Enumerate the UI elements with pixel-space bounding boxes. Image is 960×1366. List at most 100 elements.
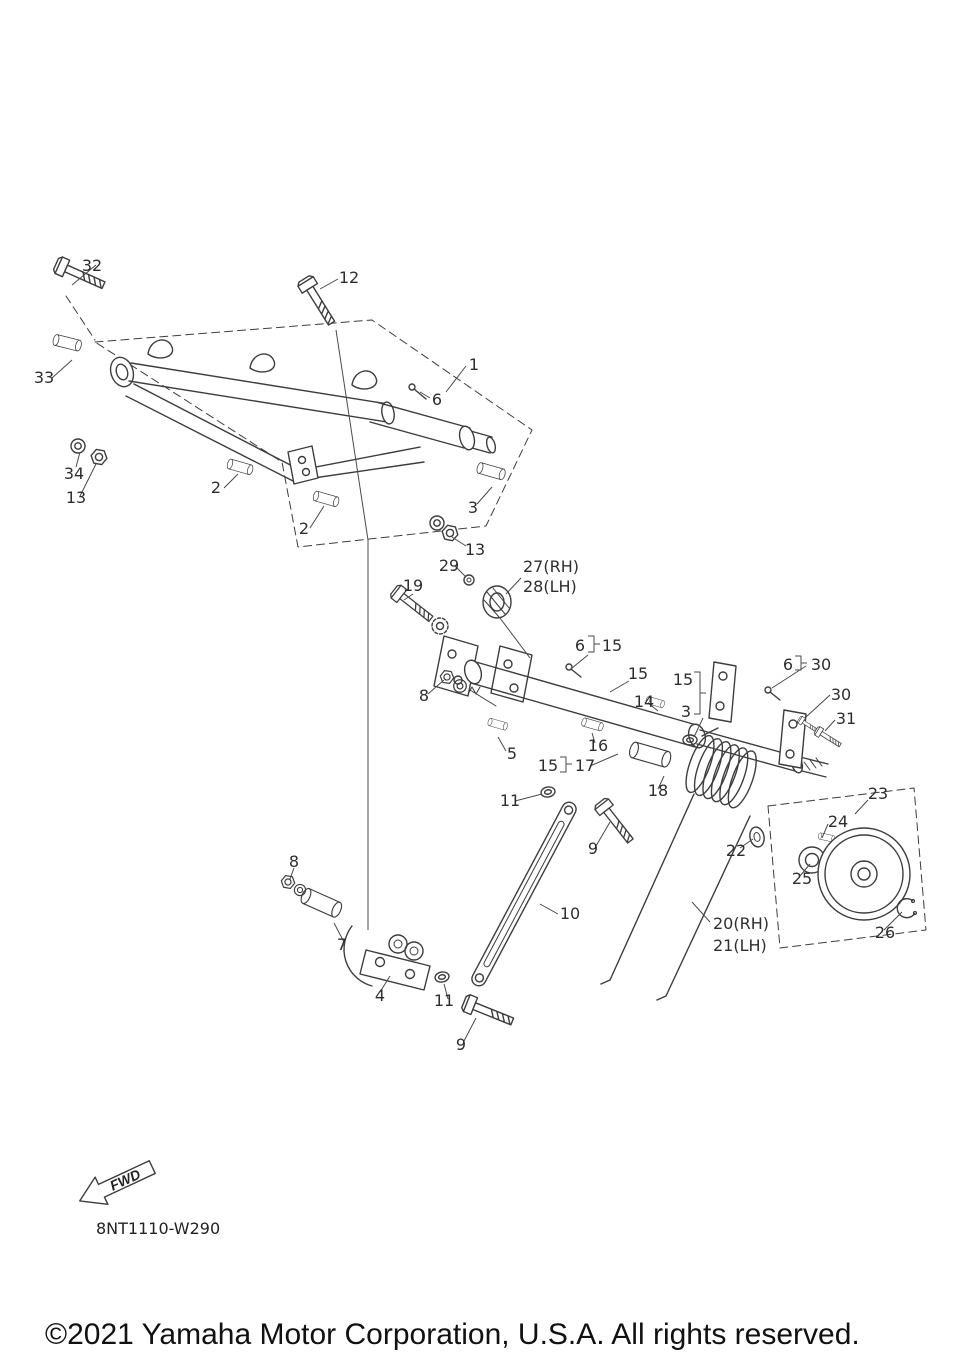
callout-3-collar: 3 bbox=[468, 498, 478, 517]
idler-wheel-bore bbox=[857, 867, 871, 881]
bracket-hole bbox=[301, 467, 311, 477]
fwd-arrow-label: FWD bbox=[107, 1166, 143, 1194]
star-washer-hole bbox=[435, 621, 445, 631]
callout-3-small: 3 bbox=[681, 702, 691, 721]
callout-6-mid: 6 bbox=[575, 636, 585, 655]
arm-upper-tube bbox=[128, 362, 389, 423]
callout-21: 21(LH) bbox=[713, 936, 767, 955]
pin-6-shank bbox=[413, 388, 427, 400]
screw-6-right bbox=[764, 686, 772, 694]
callout-11-upper: 11 bbox=[500, 791, 520, 810]
callout-8-mid: 8 bbox=[419, 686, 429, 705]
bolt-12-reference-line bbox=[335, 329, 369, 930]
group-bracket-15-17 bbox=[560, 756, 572, 773]
bracket-hole bbox=[374, 956, 386, 968]
callout-24: 24 bbox=[828, 812, 848, 831]
ring-29-hole bbox=[466, 577, 472, 583]
collar-5 bbox=[486, 717, 509, 731]
screw-6-right-shank bbox=[769, 691, 781, 701]
arm-bracket-plate bbox=[287, 445, 319, 485]
callout-12: 12 bbox=[339, 268, 359, 287]
callout-30-b: 30 bbox=[831, 685, 851, 704]
shaft-threads bbox=[803, 757, 823, 771]
callout-10: 10 bbox=[560, 904, 580, 923]
callout-17: 17 bbox=[575, 756, 595, 775]
bracket-hole bbox=[404, 968, 416, 980]
bracket-4-arc bbox=[343, 925, 373, 987]
insertion-dashed-line bbox=[65, 295, 96, 341]
bracket-washer-hole bbox=[409, 946, 419, 956]
callout-4: 4 bbox=[375, 986, 385, 1005]
inner-shaft bbox=[696, 729, 829, 778]
callout-18: 18 bbox=[648, 781, 668, 800]
callout-7: 7 bbox=[337, 935, 347, 954]
bearing-25-bore bbox=[804, 852, 820, 868]
torsion-spring-20-21 bbox=[600, 727, 757, 1001]
bushing-2-lower bbox=[311, 490, 341, 508]
group-bracket-6-15 bbox=[588, 635, 600, 653]
spring-washer bbox=[467, 686, 497, 707]
callout-19: 19 bbox=[403, 576, 423, 595]
main-shaft bbox=[470, 661, 701, 748]
washer-22 bbox=[749, 826, 765, 848]
wheel-assembly-23 bbox=[749, 787, 927, 949]
callout-5: 5 bbox=[507, 744, 517, 763]
bushing-2-upper bbox=[225, 458, 255, 476]
wire-guard-hoop bbox=[351, 370, 378, 390]
callout-2-upper: 2 bbox=[211, 478, 221, 497]
callout-9-lower: 9 bbox=[456, 1035, 466, 1054]
group-bracket-15-3 bbox=[694, 671, 706, 715]
circlip-eye bbox=[910, 898, 916, 904]
circlip-eye bbox=[912, 910, 918, 916]
callout-20: 20(RH) bbox=[713, 914, 769, 933]
tube-end bbox=[381, 401, 395, 425]
callout-14: 14 bbox=[634, 692, 654, 711]
pivot-shaft-assembly bbox=[388, 574, 844, 799]
assembly-boundary-dashed bbox=[94, 319, 533, 548]
ring-11-upper bbox=[539, 785, 557, 799]
leader-lines bbox=[51, 264, 903, 1042]
washer-34 bbox=[70, 438, 86, 454]
shaft-bracket-inner bbox=[490, 645, 533, 703]
wire-guard-hoop bbox=[147, 339, 174, 359]
callout-34: 34 bbox=[64, 464, 84, 483]
callout-30-a: 30 bbox=[811, 655, 831, 674]
bracket-hole bbox=[715, 701, 725, 711]
grommet-27-28 bbox=[482, 585, 512, 619]
arm-pivot-bushing bbox=[109, 356, 135, 388]
washer-13-right bbox=[429, 515, 445, 531]
callout-22: 22 bbox=[726, 841, 746, 860]
bracket-hole bbox=[788, 719, 798, 729]
bracket-hole bbox=[447, 649, 457, 659]
bracket-washer bbox=[388, 934, 408, 954]
callout-15-c: 15 bbox=[673, 670, 693, 689]
callout-16: 16 bbox=[588, 736, 608, 755]
rear-arm-assembly bbox=[51, 255, 533, 930]
circlip-26 bbox=[896, 898, 916, 919]
nut-13-left bbox=[89, 448, 109, 466]
fwd-arrow: FWD bbox=[79, 1160, 156, 1206]
callout-27: 27(RH) bbox=[523, 557, 579, 576]
callout-6-upper: 6 bbox=[432, 390, 442, 409]
collar-18 bbox=[627, 740, 673, 769]
callout-13-left: 13 bbox=[66, 488, 86, 507]
bolt-31 bbox=[812, 725, 844, 750]
lower-link-assembly bbox=[279, 796, 638, 1031]
callout-29: 29 bbox=[439, 556, 459, 575]
callout-28: 28(LH) bbox=[523, 577, 577, 596]
callout-15-mid: 15 bbox=[602, 636, 622, 655]
idler-wheel-rim bbox=[824, 834, 904, 914]
shaft-end-left bbox=[463, 659, 483, 685]
washer-8-lower bbox=[293, 883, 307, 897]
arm-lower-tube bbox=[125, 383, 425, 482]
screw-6-mid-shank bbox=[570, 668, 582, 678]
bracket-hole bbox=[785, 749, 795, 759]
callout-23: 23 bbox=[868, 784, 888, 803]
wheel-boundary-dashed bbox=[767, 787, 927, 949]
bolt-9-lower bbox=[459, 992, 517, 1031]
link-plate-10 bbox=[471, 801, 577, 987]
bracket-washer bbox=[404, 941, 424, 961]
callout-26: 26 bbox=[875, 923, 895, 942]
cross-shaft-end bbox=[458, 425, 476, 451]
